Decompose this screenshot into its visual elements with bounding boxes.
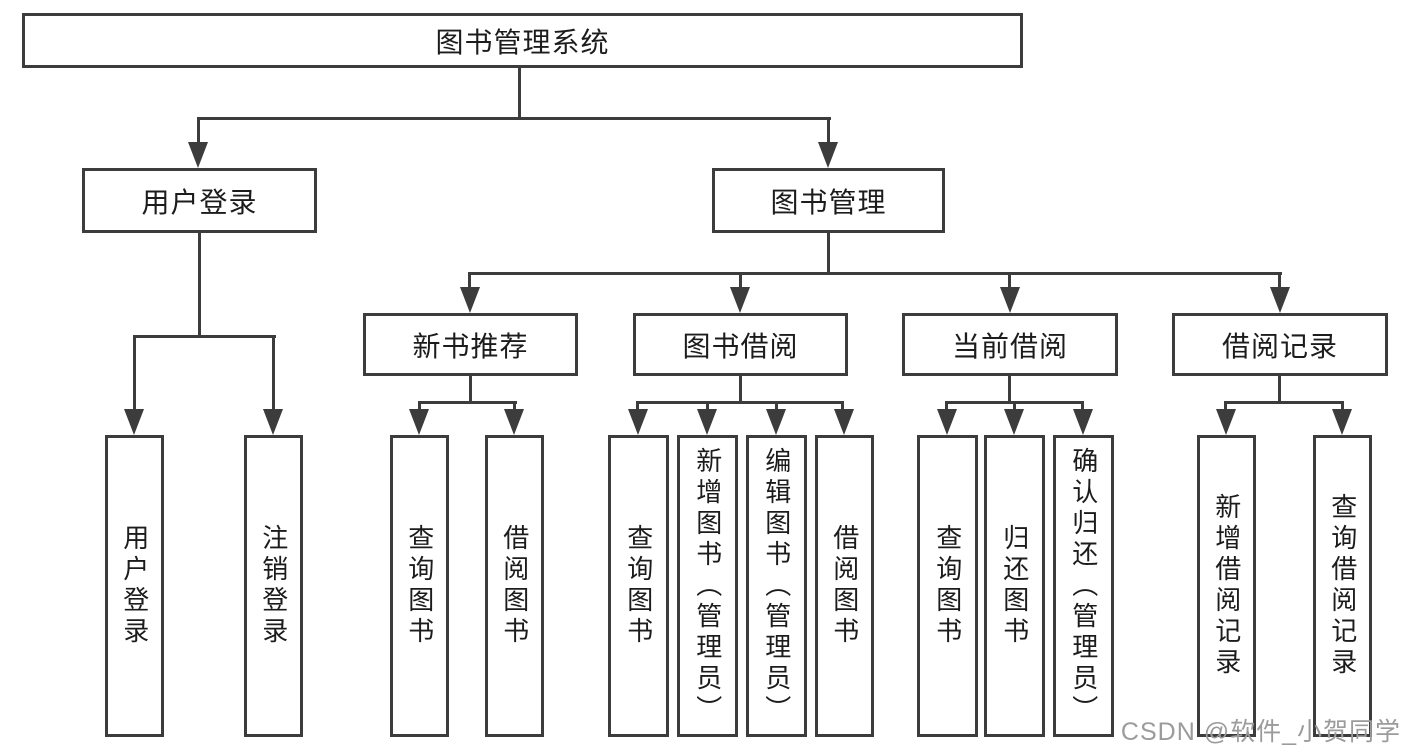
arrowhead-down-icon bbox=[818, 142, 838, 168]
connector-line bbox=[197, 117, 831, 120]
connector-line bbox=[1224, 401, 1227, 411]
node-label: 图书管理 bbox=[770, 186, 887, 218]
node-label: 注销登录 bbox=[258, 524, 289, 648]
arrowhead-down-icon bbox=[124, 409, 144, 435]
arrowhead-down-icon bbox=[1216, 409, 1236, 435]
connector-line bbox=[706, 401, 709, 411]
node-current-borrow: 当前借阅 bbox=[902, 313, 1118, 376]
connector-line bbox=[469, 272, 1282, 275]
connector-line bbox=[739, 272, 742, 288]
node-borrow-records: 借阅记录 bbox=[1172, 313, 1388, 376]
arrowhead-down-icon bbox=[409, 409, 429, 435]
arrowhead-down-icon bbox=[1000, 287, 1020, 313]
node-book-management: 图书管理 bbox=[712, 168, 945, 233]
connector-line bbox=[827, 117, 830, 145]
node-label: 用户登录 bbox=[141, 186, 258, 218]
node-leaf-query-borrow-record: 查询借阅记录 bbox=[1313, 435, 1372, 737]
arrowhead-down-icon bbox=[937, 409, 957, 435]
node-leaf-add-books-admin: 新增图书（管理员） bbox=[677, 435, 738, 737]
node-label: 借阅记录 bbox=[1221, 330, 1338, 362]
connector-line bbox=[636, 401, 639, 411]
node-leaf-user-login: 用户登录 bbox=[105, 435, 164, 737]
connector-line bbox=[469, 376, 472, 404]
node-leaf-query-books: 查询图书 bbox=[390, 435, 449, 737]
node-label: 借阅图书 bbox=[499, 524, 530, 648]
node-label: 查询借阅记录 bbox=[1327, 493, 1358, 679]
connector-line bbox=[739, 376, 742, 404]
connector-line bbox=[1008, 272, 1011, 288]
connector-line bbox=[775, 401, 778, 411]
connector-line bbox=[945, 401, 948, 411]
node-leaf-query-books: 查询图书 bbox=[917, 435, 978, 737]
arrowhead-down-icon bbox=[730, 287, 750, 313]
node-label: 归还图书 bbox=[999, 524, 1030, 648]
connector-line bbox=[1278, 376, 1281, 404]
node-leaf-confirm-return-admin: 确认归还（管理员） bbox=[1053, 435, 1114, 737]
node-book-borrow: 图书借阅 bbox=[633, 313, 848, 376]
connector-line bbox=[197, 117, 200, 145]
connector-line bbox=[513, 401, 516, 411]
node-label: 查询图书 bbox=[932, 524, 963, 648]
watermark-text: CSDN @软件_小贺同学 bbox=[1120, 718, 1401, 746]
node-leaf-return-books: 归还图书 bbox=[984, 435, 1045, 737]
connector-line bbox=[1278, 272, 1281, 288]
connector-line bbox=[418, 401, 421, 411]
node-label: 新增图书（管理员） bbox=[692, 446, 723, 726]
node-label: 查询图书 bbox=[404, 524, 435, 648]
connector-line bbox=[841, 401, 844, 411]
node-leaf-add-borrow-record: 新增借阅记录 bbox=[1197, 435, 1256, 737]
node-label: 查询图书 bbox=[623, 524, 654, 648]
arrowhead-down-icon bbox=[628, 409, 648, 435]
node-label: 用户登录 bbox=[119, 524, 150, 648]
node-user-login: 用户登录 bbox=[82, 168, 317, 233]
connector-line bbox=[1081, 401, 1084, 411]
node-new-book-recommend: 新书推荐 bbox=[363, 313, 578, 376]
connector-line bbox=[1013, 401, 1016, 411]
connector-line bbox=[272, 335, 275, 411]
node-label: 新书推荐 bbox=[412, 330, 529, 362]
arrowhead-down-icon bbox=[504, 409, 524, 435]
node-leaf-edit-books-admin: 编辑图书（管理员） bbox=[746, 435, 807, 737]
arrowhead-down-icon bbox=[766, 409, 786, 435]
connector-line bbox=[1008, 376, 1011, 404]
connector-line bbox=[468, 272, 471, 288]
node-leaf-borrow-books: 借阅图书 bbox=[815, 435, 874, 737]
node-root-system: 图书管理系统 bbox=[22, 13, 1023, 68]
connector-line bbox=[418, 401, 517, 404]
node-leaf-query-books: 查询图书 bbox=[608, 435, 669, 737]
connector-line bbox=[1224, 401, 1344, 404]
node-label: 图书管理系统 bbox=[435, 26, 610, 58]
node-label: 图书借阅 bbox=[682, 330, 799, 362]
arrowhead-down-icon bbox=[263, 409, 283, 435]
node-label: 编辑图书（管理员） bbox=[761, 446, 792, 726]
node-leaf-borrow-books: 借阅图书 bbox=[485, 435, 544, 737]
connector-line bbox=[133, 335, 136, 411]
arrowhead-down-icon bbox=[1270, 287, 1290, 313]
connector-line bbox=[133, 335, 276, 338]
arrowhead-down-icon bbox=[188, 142, 208, 168]
arrowhead-down-icon bbox=[460, 287, 480, 313]
connector-line bbox=[1341, 401, 1344, 411]
arrowhead-down-icon bbox=[834, 409, 854, 435]
arrowhead-down-icon bbox=[1332, 409, 1352, 435]
connector-line bbox=[827, 233, 830, 274]
connector-line bbox=[198, 233, 201, 337]
arrowhead-down-icon bbox=[1004, 409, 1024, 435]
node-label: 确认归还（管理员） bbox=[1068, 446, 1099, 726]
arrowhead-down-icon bbox=[1073, 409, 1093, 435]
connector-line bbox=[518, 68, 521, 120]
node-label: 借阅图书 bbox=[829, 524, 860, 648]
node-leaf-logout: 注销登录 bbox=[244, 435, 303, 737]
arrowhead-down-icon bbox=[697, 409, 717, 435]
node-label: 当前借阅 bbox=[951, 330, 1068, 362]
node-label: 新增借阅记录 bbox=[1211, 493, 1242, 679]
connector-line bbox=[636, 401, 844, 404]
